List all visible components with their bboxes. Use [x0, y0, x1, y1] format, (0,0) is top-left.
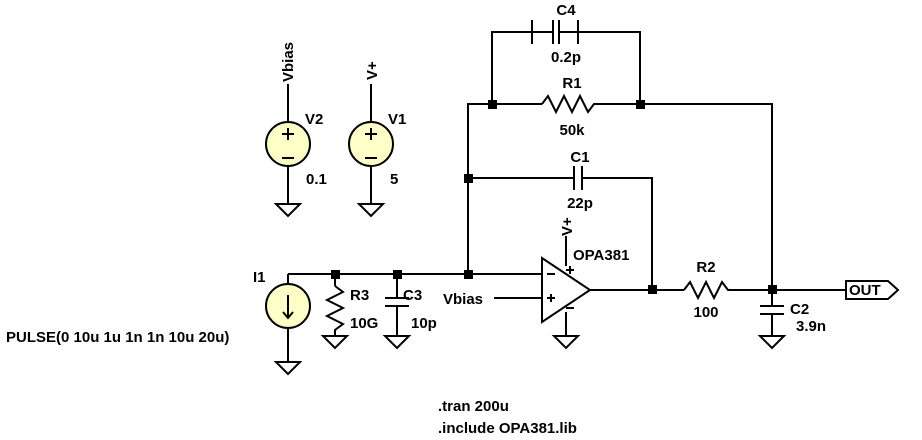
c2-name: C2 [790, 301, 809, 318]
junction-c3 [393, 270, 402, 279]
resistor-r2: R2 100 [683, 259, 730, 321]
v1-value: 5 [390, 171, 398, 188]
resistor-r3: R3 10G [324, 285, 378, 336]
r3-name: R3 [350, 287, 369, 304]
ground-icon [273, 361, 303, 376]
tran-directive: .tran 200u [438, 398, 509, 415]
out-label: OUT [849, 282, 881, 299]
voltage-source-v2: Vbias V2 0.1 [265, 42, 327, 204]
capacitor-c1: C1 22p [567, 149, 593, 212]
r3-value: 10G [350, 315, 378, 332]
v2-value: 0.1 [306, 171, 327, 188]
junctions [331, 100, 777, 294]
ground-symbols [273, 203, 787, 376]
c4-value: 0.2p [551, 49, 581, 66]
wire-feedback-right [598, 103, 773, 290]
junction-inverting [464, 270, 473, 279]
ground-icon [273, 203, 303, 218]
ground-icon [757, 335, 787, 350]
voltage-source-v1: V+ V1 5 [348, 61, 406, 204]
resistor-r1: R1 50k [541, 75, 598, 139]
v1-net-label: V+ [364, 61, 381, 80]
wire-c4-right [578, 31, 641, 104]
include-directive: .include OPA381.lib [438, 420, 577, 437]
opamp-opa381: OPA381 V+ [541, 217, 629, 324]
opamp-name: OPA381 [573, 247, 629, 264]
c3-name: C3 [403, 287, 422, 304]
r1-name: R1 [562, 75, 581, 92]
capacitor-c2: C2 3.9n [760, 301, 826, 336]
i1-name: I1 [253, 269, 266, 286]
c2-value: 3.9n [796, 318, 826, 335]
ground-icon [382, 335, 412, 350]
vbias-input-label: Vbias [443, 291, 483, 308]
v2-net-label: Vbias [280, 42, 297, 82]
v2-name: V2 [305, 111, 323, 128]
c4-name: C4 [556, 2, 576, 19]
capacitor-c4: C4 0.2p [531, 2, 581, 66]
junction-out [768, 285, 777, 294]
c1-name: C1 [570, 149, 589, 166]
wire-feedback-left [467, 103, 542, 274]
c1-value: 22p [567, 195, 593, 212]
current-source-i1: I1 PULSE(0 10u 1u 1n 1n 10u 20u) [6, 269, 311, 362]
r2-name: R2 [696, 259, 715, 276]
capacitor-c3: C3 10p [385, 287, 437, 336]
i1-value: PULSE(0 10u 1u 1n 1n 10u 20u) [6, 329, 229, 346]
junction-r1-right [636, 100, 645, 109]
out-net-flag: OUT [845, 280, 900, 300]
junction-r3 [331, 270, 340, 279]
c3-value: 10p [411, 315, 437, 332]
wire-c1-right [582, 177, 653, 290]
junction-opamp-out [648, 285, 657, 294]
wire-c4-left [491, 31, 532, 104]
opamp-vplus-label: V+ [559, 217, 576, 236]
junction-r1-left [488, 100, 497, 109]
ground-icon [356, 203, 386, 218]
junction-c1-left [464, 174, 473, 183]
ground-icon [320, 335, 350, 350]
r2-value: 100 [693, 304, 718, 321]
v1-name: V1 [388, 111, 406, 128]
r1-value: 50k [559, 122, 585, 139]
ground-icon [551, 335, 581, 350]
